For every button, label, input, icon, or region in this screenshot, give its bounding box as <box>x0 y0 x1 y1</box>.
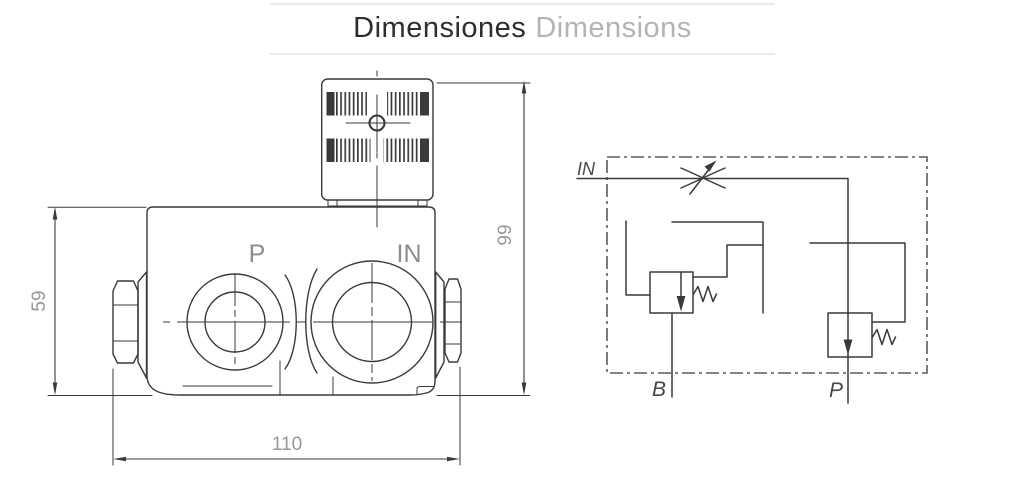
spring-icon <box>692 285 718 303</box>
port-in-label: IN <box>397 240 422 268</box>
knurl-cap <box>326 138 335 162</box>
adjustment-arrow-shaft <box>689 167 711 195</box>
pilot-loop-lines <box>671 221 764 314</box>
knurl-cap <box>421 138 429 162</box>
adjustment-knob <box>321 70 434 228</box>
dimension-59: 59 <box>29 206 153 396</box>
relief-valve-p: P <box>809 242 906 402</box>
dimension-arrow-up <box>52 206 58 220</box>
knurl-cap <box>421 92 429 116</box>
dimension-99-value: 99 <box>495 224 516 245</box>
valve-square <box>827 312 873 358</box>
body-bottom-step <box>416 386 435 396</box>
main-flow-line <box>576 177 849 404</box>
nut-washer <box>435 271 445 379</box>
valve-body <box>146 206 436 396</box>
valve-square <box>649 271 694 314</box>
schematic-inlet-label: IN <box>577 159 596 179</box>
body-outline <box>146 206 436 396</box>
hex-nut-facets <box>112 304 139 342</box>
relief-valve-b: B <box>625 220 764 401</box>
hex-nut-outline <box>444 278 462 363</box>
dimension-arrow-left <box>113 456 126 462</box>
spring-icon <box>871 328 897 346</box>
waist-curve-left <box>284 274 297 370</box>
dimension-arrow-down <box>521 382 527 396</box>
knurl-cap <box>326 92 335 116</box>
dimension-110-value: 110 <box>272 434 302 455</box>
port-p-label: P <box>829 379 843 402</box>
adjustment-arrow-head <box>704 160 717 172</box>
dimension-arrow-up <box>521 80 527 94</box>
valve-dimension-drawing: P IN 59 <box>29 70 531 466</box>
left-hex-nut <box>112 271 148 379</box>
section-title-spanish: Dimensiones <box>353 12 527 44</box>
hydraulic-schematic: IN B P <box>576 156 928 404</box>
port-p-label: P <box>249 240 266 268</box>
dimension-110: 110 <box>112 366 461 466</box>
pilot-loop-lines <box>809 242 906 323</box>
dimension-arrow-right <box>447 456 460 462</box>
pilot-line <box>625 220 651 296</box>
dimension-59-value: 59 <box>29 290 50 311</box>
dimension-99: 99 <box>436 80 531 396</box>
port-b-label: B <box>652 378 666 401</box>
flow-control-valve-symbol <box>680 160 726 195</box>
section-title-english: Dimensions <box>535 12 692 44</box>
right-hex-nut <box>435 271 462 379</box>
hex-nut-facets <box>444 301 462 345</box>
port-p: P <box>163 240 306 371</box>
dimension-arrow-down <box>52 382 58 396</box>
valve-flow-arrow <box>843 339 853 355</box>
hex-nut-outline <box>112 280 139 364</box>
port-in: IN <box>310 240 462 384</box>
nut-washer <box>137 271 148 379</box>
valve-flow-arrow <box>676 296 686 312</box>
schematic-boundary <box>606 156 928 374</box>
center-mark-icon <box>345 70 411 228</box>
